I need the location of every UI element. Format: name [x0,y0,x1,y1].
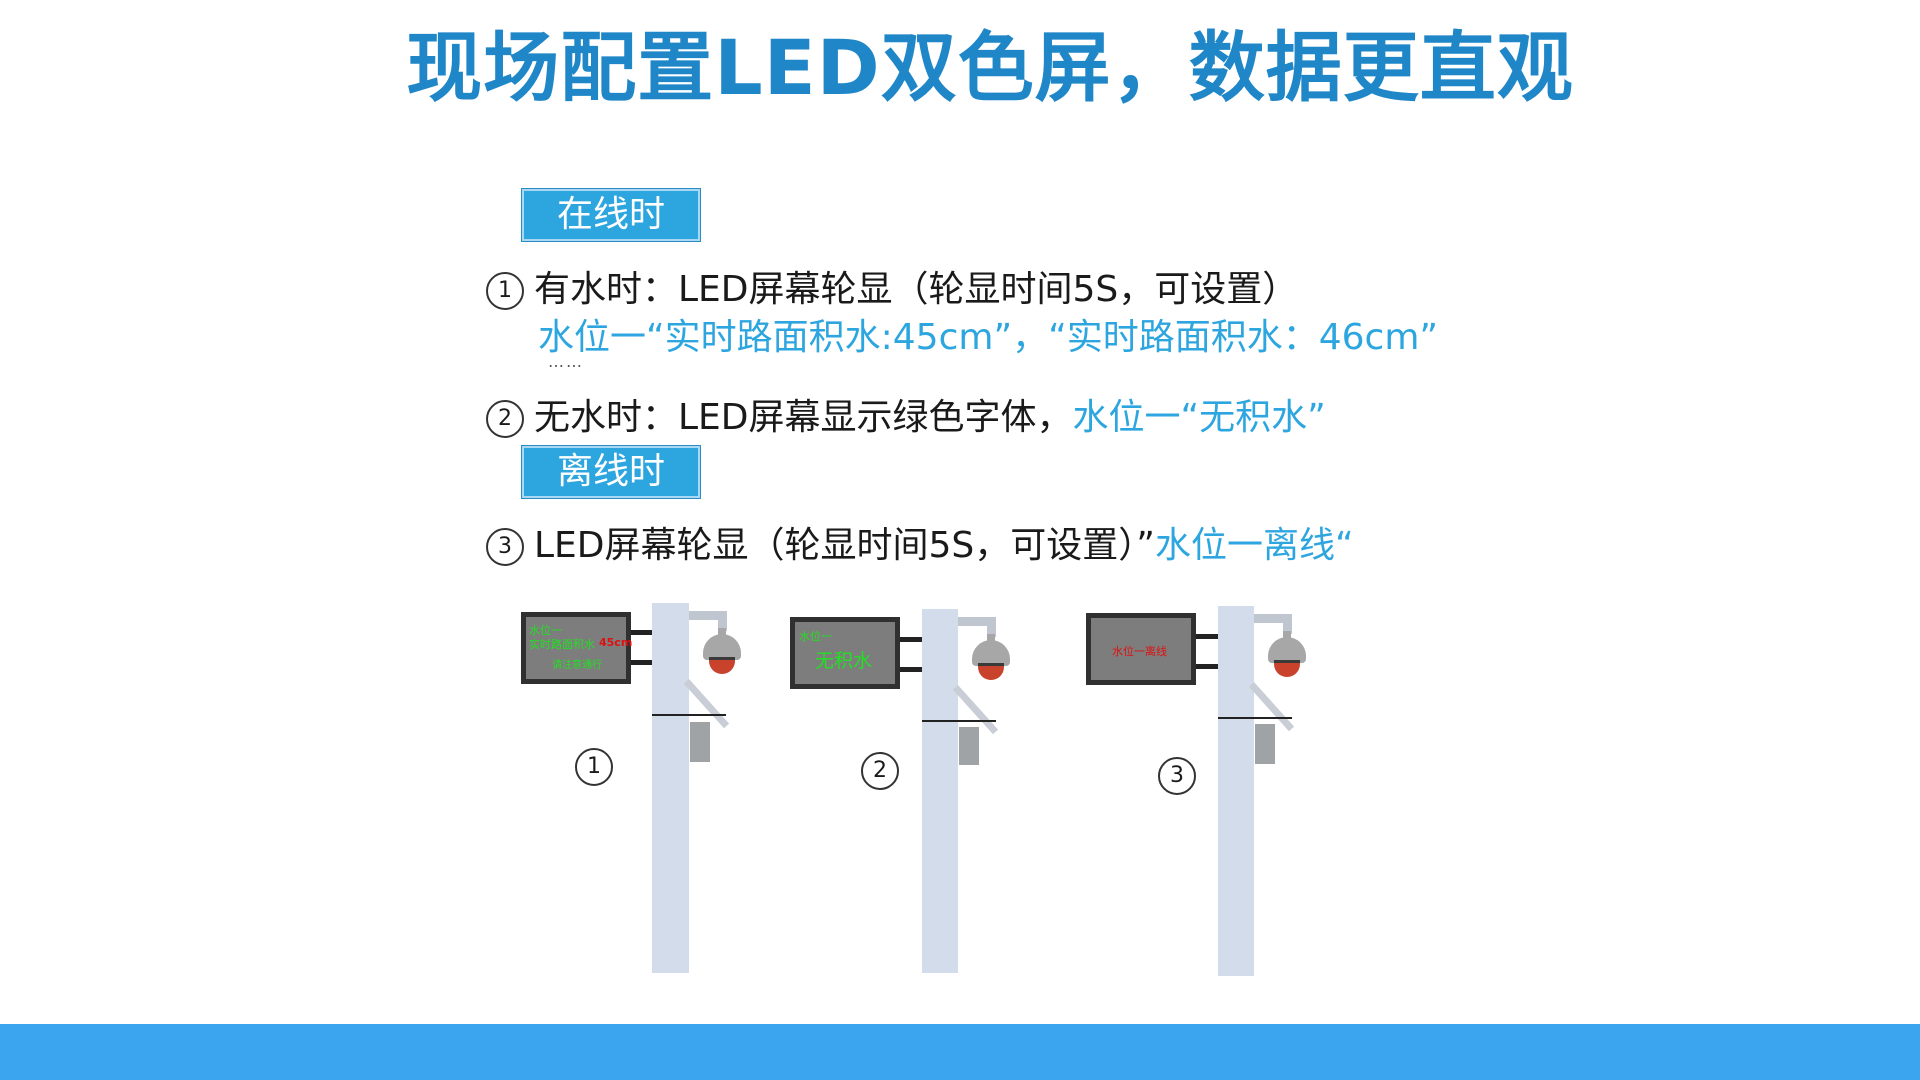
footer-bar [0,1024,1920,1080]
item-1: 1 有水时：LED屏幕轮显（轮显时间5S，可设置） [486,260,1298,312]
item-1-text: 有水时：LED屏幕轮显（轮显时间5S，可设置） [534,269,1299,310]
item-2-number: 2 [486,400,524,438]
crossbar [922,720,996,722]
item-2-highlight: 水位一“无积水” [1072,397,1326,438]
diagram-number-2: 2 [861,752,899,790]
item-2: 2 无水时：LED屏幕显示绿色字体，水位一“无积水” [486,388,1326,440]
item-1-ellipsis: …… [548,352,584,371]
section-label-online: 在线时 [521,188,701,242]
led-screen-1: 水位一 实时路面积水 45cm 请注意通行 [521,612,633,684]
camera-arm [1254,614,1292,623]
screen-connector [1196,664,1218,669]
camera-arm-drop [1283,614,1292,634]
crossbar [652,714,726,716]
camera-lens [978,663,1004,680]
camera-icon [1268,637,1306,663]
control-box [690,722,710,762]
item-3-text: LED屏幕轮显（轮显时间5S，可设置）” [534,525,1155,566]
diagram-number-1: 1 [575,748,613,786]
crossbar [1218,717,1292,719]
item-3-number: 3 [486,528,524,566]
led-water-value: 45cm [599,636,633,649]
screen-connector [628,630,652,635]
led-text-line3: 请注意通行 [552,660,602,671]
screen-connector [900,667,922,672]
camera-icon [703,634,741,660]
led-screen-3: 水位一离线 [1086,613,1196,685]
screen-connector [900,637,922,642]
led-text-main: 无积水 [815,650,873,672]
screen-connector [1196,634,1218,639]
page-title: 现场配置LED双色屏，数据更直观 [406,23,1574,112]
item-1-number: 1 [486,272,524,310]
camera-lens [709,657,735,674]
camera-lens [1274,660,1300,677]
control-box [1255,724,1275,764]
control-box [959,727,979,765]
pole [1218,606,1254,976]
led-text-line1: 水位一 [529,624,562,637]
section-label-offline: 离线时 [521,445,701,499]
pole [922,609,958,973]
camera-arm-drop [718,611,727,631]
camera-arm [689,611,727,620]
diagram-number-3: 3 [1158,757,1196,795]
camera-icon [972,640,1010,666]
item-3-highlight: 水位一离线“ [1154,525,1354,566]
screen-connector [628,660,652,665]
item-3: 3 LED屏幕轮显（轮显时间5S，可设置）”水位一离线“ [486,516,1354,568]
led-text-line1: 水位一 [799,630,832,643]
support-brace [683,679,730,729]
camera-arm [958,617,996,626]
led-text-line2: 实时路面积水 [529,638,595,651]
led-screen-2: 水位一 无积水 [790,617,900,689]
pole [652,603,689,973]
item-1-subtext: 水位一“实时路面积水:45cm”，“实时路面积水：46cm” [538,317,1439,358]
led-text-main: 水位一离线 [1112,645,1167,658]
camera-arm-drop [987,617,996,637]
item-2-text: 无水时：LED屏幕显示绿色字体， [534,397,1073,438]
